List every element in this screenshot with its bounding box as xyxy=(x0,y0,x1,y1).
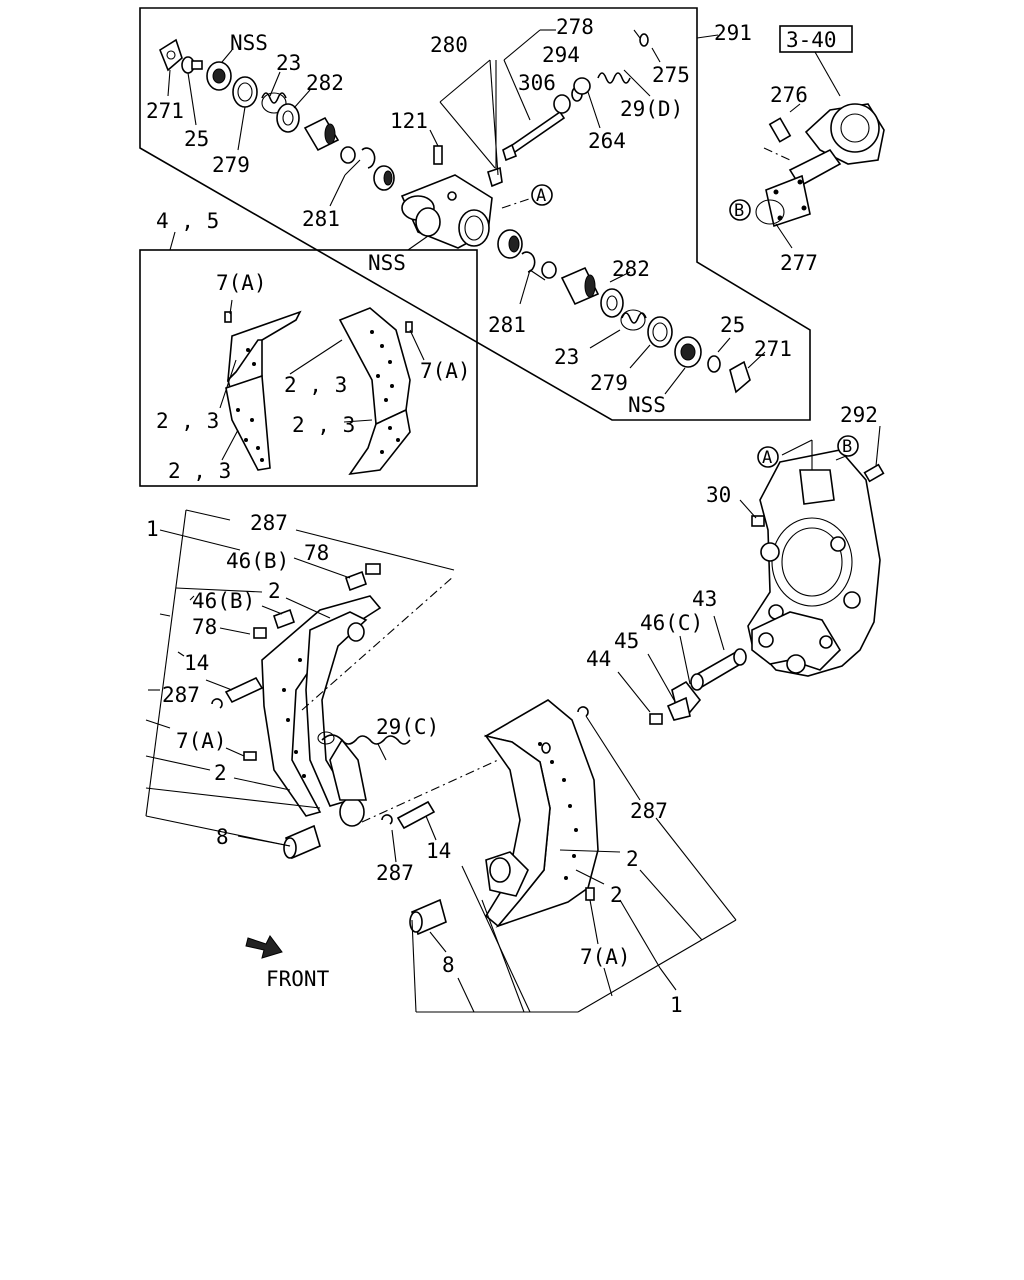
part-label-p78-2: 78 xyxy=(192,615,217,639)
brake-chamber xyxy=(755,25,885,249)
part-label-p287-3: 287 xyxy=(630,799,668,823)
part-label-p25-1: 25 xyxy=(184,127,209,151)
part-label-p278: 278 xyxy=(556,15,594,39)
part-label-p7a-4: 7(A) xyxy=(580,945,631,969)
ref-3-40: 3-40 xyxy=(786,28,837,52)
left-brake-shoe xyxy=(145,509,499,860)
part-label-p271-1: 271 xyxy=(146,99,184,123)
part-label-p306: 306 xyxy=(518,71,556,95)
part-label-p282-1: 282 xyxy=(306,71,344,95)
front-label: FRONT xyxy=(266,967,330,991)
part-label-circleB: B xyxy=(734,201,744,221)
part-label-p25-2: 25 xyxy=(720,313,745,337)
part-label-p2-1: 2 xyxy=(268,579,281,603)
part-label-circleA: A xyxy=(536,186,546,206)
part-label-p276: 276 xyxy=(770,83,808,107)
part-label-p23-2: 23 xyxy=(554,345,579,369)
ref-4-5: 4 , 5 xyxy=(156,209,219,233)
part-label-circleB: B xyxy=(842,437,852,457)
ref-circle-a-2: A xyxy=(757,446,779,468)
part-label-p282-2: 282 xyxy=(612,257,650,281)
part-label-p2-3: 2 xyxy=(626,847,639,871)
part-label-p23s-2: 2 , 3 xyxy=(156,409,219,433)
part-label-p281-1: 281 xyxy=(302,207,340,231)
part-label-p280: 280 xyxy=(430,33,468,57)
part-label-p46b-2: 46(B) xyxy=(192,589,255,613)
part-label-circleA: A xyxy=(762,448,772,468)
part-label-p46b-1: 46(B) xyxy=(226,549,289,573)
part-label-p292: 292 xyxy=(840,403,878,427)
adjuster-rod-parts xyxy=(439,29,661,176)
part-label-p7a-1: 7(A) xyxy=(216,271,267,295)
front-arrow-icon xyxy=(245,935,283,959)
part-label-p78-1: 78 xyxy=(304,541,329,565)
part-label-p14-1: 14 xyxy=(184,651,209,675)
part-label-p279-1: 279 xyxy=(212,153,250,177)
part-labels: 291 3-40 4 , 5 FRONT NSS NSS NSS 271 271… xyxy=(146,15,878,1017)
part-label-p30: 30 xyxy=(706,483,731,507)
ref-circle-a-1: A xyxy=(531,184,553,206)
part-label-p8-1: 8 xyxy=(216,825,229,849)
part-label-p45: 45 xyxy=(614,629,639,653)
part-label-p2-2: 2 xyxy=(214,761,227,785)
part-label-p287-1: 287 xyxy=(250,511,288,535)
part-label-nss-1: NSS xyxy=(230,31,268,55)
camshaft-assembly-frame xyxy=(139,7,811,421)
ref-291: 291 xyxy=(714,21,752,45)
part-label-p1-1: 1 xyxy=(146,517,159,541)
part-label-p29d: 29(D) xyxy=(620,97,683,121)
ref-circle-b-2: B xyxy=(837,435,859,457)
anchor-pin-parts xyxy=(617,615,747,725)
part-label-p275: 275 xyxy=(652,63,690,87)
part-label-p14-2: 14 xyxy=(426,839,451,863)
part-label-p1-2: 1 xyxy=(670,993,683,1017)
ref-circle-b-1: B xyxy=(729,199,751,221)
part-label-p29c: 29(C) xyxy=(376,715,439,739)
right-brake-shoe xyxy=(391,699,737,1013)
part-label-p271-2: 271 xyxy=(754,337,792,361)
part-label-p277: 277 xyxy=(780,251,818,275)
part-label-p23s-1: 2 , 3 xyxy=(284,373,347,397)
part-label-p121: 121 xyxy=(390,109,428,133)
part-label-p287-2: 287 xyxy=(162,683,200,707)
part-label-p43: 43 xyxy=(692,587,717,611)
part-label-p46c: 46(C) xyxy=(640,611,703,635)
part-label-p264: 264 xyxy=(588,129,626,153)
lower-right-camshaft-parts xyxy=(497,229,766,395)
part-label-p287-4: 287 xyxy=(376,861,414,885)
part-label-p279-2: 279 xyxy=(590,371,628,395)
part-label-p44: 44 xyxy=(586,647,611,671)
part-label-p23s-3: 2 , 3 xyxy=(292,413,355,437)
part-label-p7a-3: 7(A) xyxy=(176,729,227,753)
camshaft-housing xyxy=(400,129,533,251)
part-label-p281-2: 281 xyxy=(488,313,526,337)
part-label-p8-2: 8 xyxy=(442,953,455,977)
backing-plate xyxy=(739,425,885,677)
lining-kit-box xyxy=(139,231,478,487)
part-label-p7a-2: 7(A) xyxy=(420,359,471,383)
part-label-nss-3: NSS xyxy=(628,393,666,417)
part-label-p23s-4: 2 , 3 xyxy=(168,459,231,483)
part-label-p2-4: 2 xyxy=(610,883,623,907)
part-label-p294: 294 xyxy=(542,43,580,67)
part-label-nss-2: NSS xyxy=(368,251,406,275)
upper-left-parts xyxy=(159,38,395,207)
part-label-p23-1: 23 xyxy=(276,51,301,75)
